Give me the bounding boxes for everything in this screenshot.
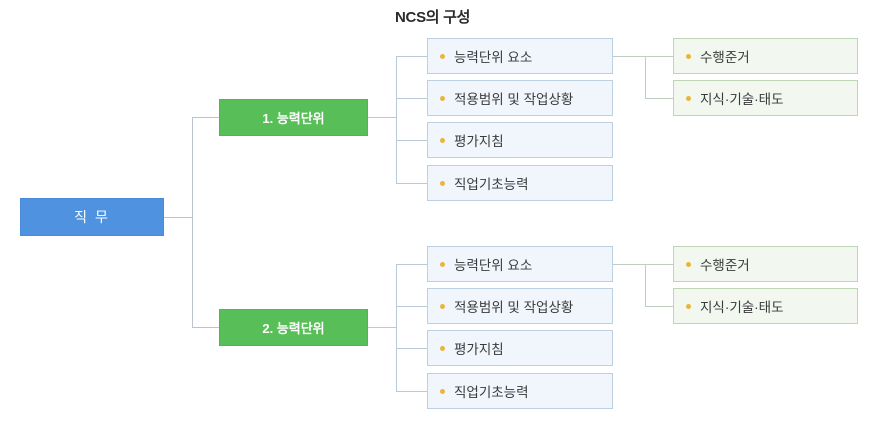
node-unit-2-child-2[interactable]: 적용범위 및 작업상황 xyxy=(427,288,613,324)
node-unit-1-grandchild-1-label: 수행준거 xyxy=(700,50,750,65)
node-unit-2-child-3[interactable]: 평가지침 xyxy=(427,330,613,366)
node-unit-1-child-2[interactable]: 적용범위 및 작업상황 xyxy=(427,80,613,116)
edge-unit-1-grandchild-vertical xyxy=(645,56,646,98)
edge-unit-1-grandchild-1 xyxy=(645,56,673,57)
node-unit-1-child-4[interactable]: 직업기초능력 xyxy=(427,165,613,201)
edge-unit-2-grandchild-2 xyxy=(645,306,673,307)
bullet-icon xyxy=(686,95,691,101)
edge-unit-1-element-to-branch xyxy=(613,56,645,57)
node-unit-1-child-4-label: 직업기초능력 xyxy=(454,177,529,192)
node-unit-2-grandchild-1[interactable]: 수행준거 xyxy=(673,246,858,282)
bullet-icon xyxy=(440,180,445,186)
edge-unit-2-child-3 xyxy=(396,348,427,349)
edge-unit-1-to-branch xyxy=(368,117,396,118)
edge-trunk-to-unit-1 xyxy=(192,117,219,118)
edge-unit-1-child-1 xyxy=(396,56,427,57)
node-unit-2[interactable]: 2. 능력단위 xyxy=(219,309,368,346)
edge-trunk-vertical xyxy=(192,117,193,328)
edge-unit-1-child-3 xyxy=(396,140,427,141)
node-unit-2-child-4-label: 직업기초능력 xyxy=(454,385,529,400)
bullet-icon xyxy=(686,303,691,309)
edge-root-to-trunk xyxy=(164,217,192,218)
bullet-icon xyxy=(440,345,445,351)
node-unit-2-grandchild-2[interactable]: 지식·기술·태도 xyxy=(673,288,858,324)
edge-unit-2-child-1 xyxy=(396,264,427,265)
node-unit-1-child-2-label: 적용범위 및 작업상황 xyxy=(454,92,574,107)
bullet-icon xyxy=(440,303,445,309)
edge-unit-2-to-branch xyxy=(368,327,396,328)
node-unit-2-child-4[interactable]: 직업기초능력 xyxy=(427,373,613,409)
edge-unit-2-branch-vertical xyxy=(396,264,397,391)
edge-unit-1-branch-vertical xyxy=(396,56,397,183)
node-unit-1-child-3[interactable]: 평가지침 xyxy=(427,122,613,158)
edge-unit-1-child-2 xyxy=(396,98,427,99)
edge-unit-1-child-4 xyxy=(396,183,427,184)
node-unit-1-grandchild-2[interactable]: 지식·기술·태도 xyxy=(673,80,858,116)
node-root-job[interactable]: 직 무 xyxy=(20,198,164,236)
edge-unit-2-child-4 xyxy=(396,391,427,392)
node-unit-2-grandchild-2-label: 지식·기술·태도 xyxy=(700,300,784,315)
node-root-label: 직 무 xyxy=(74,209,110,225)
node-unit-2-child-1-label: 능력단위 요소 xyxy=(454,258,533,273)
edge-unit-2-grandchild-vertical xyxy=(645,264,646,306)
node-unit-1-grandchild-2-label: 지식·기술·태도 xyxy=(700,92,784,107)
node-unit-1[interactable]: 1. 능력단위 xyxy=(219,99,368,136)
edge-unit-2-child-2 xyxy=(396,306,427,307)
node-unit-1-child-1[interactable]: 능력단위 요소 xyxy=(427,38,613,74)
edge-unit-1-grandchild-2 xyxy=(645,98,673,99)
bullet-icon xyxy=(440,261,445,267)
diagram-title: NCS의 구성 xyxy=(395,9,471,26)
edge-trunk-to-unit-2 xyxy=(192,327,219,328)
node-unit-1-label: 1. 능력단위 xyxy=(262,111,325,126)
node-unit-2-child-3-label: 평가지침 xyxy=(454,342,504,357)
edge-unit-2-element-to-branch xyxy=(613,264,645,265)
node-unit-2-child-2-label: 적용범위 및 작업상황 xyxy=(454,300,574,315)
node-unit-2-grandchild-1-label: 수행준거 xyxy=(700,258,750,273)
bullet-icon xyxy=(686,261,691,267)
bullet-icon xyxy=(440,95,445,101)
node-unit-2-label: 2. 능력단위 xyxy=(262,321,325,336)
bullet-icon xyxy=(440,137,445,143)
bullet-icon xyxy=(686,53,691,59)
node-unit-1-grandchild-1[interactable]: 수행준거 xyxy=(673,38,858,74)
bullet-icon xyxy=(440,388,445,394)
bullet-icon xyxy=(440,53,445,59)
node-unit-1-child-1-label: 능력단위 요소 xyxy=(454,50,533,65)
node-unit-2-child-1[interactable]: 능력단위 요소 xyxy=(427,246,613,282)
edge-unit-2-grandchild-1 xyxy=(645,264,673,265)
node-unit-1-child-3-label: 평가지침 xyxy=(454,134,504,149)
